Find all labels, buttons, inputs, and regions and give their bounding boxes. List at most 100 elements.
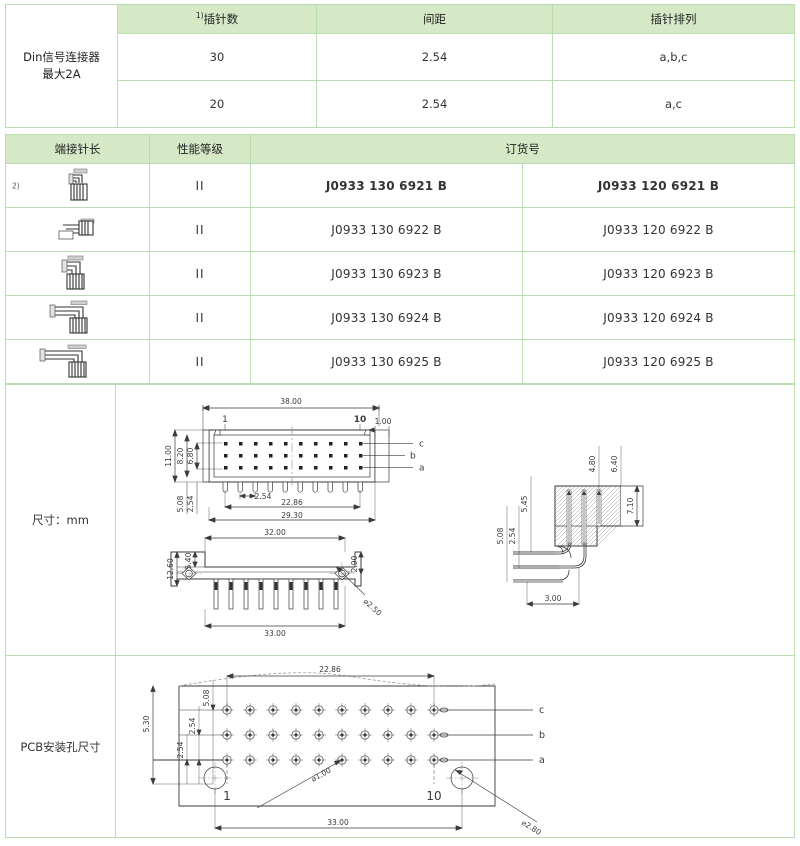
dim-text-545: 5.45 [520, 495, 529, 512]
dim-edge-100: 1.00 [368, 417, 392, 438]
order-cell-number-b: J0933 120 6921 B [522, 163, 795, 208]
spec-table-row: 30 2.54 a,b,c [6, 33, 795, 81]
order-cell-icon [5, 207, 150, 252]
dim-overall-span: 33.00 [203, 586, 347, 638]
order-header-order-number: 订货号 [250, 134, 795, 164]
pcb-pin-number-1: 1 [223, 789, 231, 803]
order-table-row: II J0933 130 6925 B J0933 120 6925 B [5, 339, 795, 384]
spec-row-label-line2: 最大2A [42, 67, 81, 81]
order-cell-icon [5, 339, 150, 384]
order-table-row: II J0933 130 6923 B J0933 120 6923 B [5, 251, 795, 296]
order-cell-number-a: J0933 130 6924 B [250, 295, 523, 340]
dim-text-480: 4.80 [588, 455, 597, 472]
order-header-grade: 性能等级 [149, 134, 251, 164]
dimension-drawings: 38.00 [116, 385, 794, 655]
dim-side-710: 7.10 [626, 485, 640, 527]
pcb-dim-text-254-b: 2.54 [176, 741, 185, 758]
pcb-row-label-c: c [539, 705, 544, 716]
dim-text-508-side: 5.08 [496, 527, 505, 544]
spec-cell-pitch: 2.54 [316, 80, 553, 128]
dim-side-300: 3.00 [526, 568, 580, 607]
spec-header-note-marker: 1) [195, 11, 204, 21]
dim-text-edge: 1.00 [375, 417, 392, 426]
dimension-section-label: 尺寸：mm [32, 513, 89, 527]
spec-header-pins: 1)插针数 [117, 4, 317, 34]
dim-text-height-inner2: 6.80 [186, 447, 195, 464]
dim-side-top: 4.80 6.40 [588, 446, 622, 490]
dim-overall-width: 38.00 [202, 397, 380, 430]
pin-angled-4-glyph [39, 344, 87, 378]
spec-row-label: Din信号连接器 最大2A [5, 4, 118, 128]
dim-text-height-overall: 11.00 [164, 445, 173, 467]
pcb-drawing: c b a 22.86 [116, 656, 794, 837]
order-cell-number-b: J0933 120 6924 B [522, 295, 795, 340]
pcb-dim-text-530: 5.30 [142, 715, 151, 732]
dim-body-width: 32.00 [203, 528, 347, 554]
order-cell-number-b: J0933 120 6923 B [522, 251, 795, 296]
dim-offsets-left: 5.08 2.54 [176, 482, 198, 514]
dim-text-height-inner: 8.20 [176, 447, 185, 464]
spec-table: Din信号连接器 最大2A 1)插针数 间距 插针排列 30 2.54 a,b,… [5, 4, 795, 128]
pcb-dim-text-508: 5.08 [202, 689, 211, 706]
order-note-marker: 2) [12, 181, 20, 190]
row-label-a: a [419, 464, 425, 474]
dimension-drawing-svg: 38.00 [164, 397, 644, 638]
dim-mount-span: 29.30 [207, 482, 377, 523]
dim-text-640: 6.40 [610, 455, 619, 472]
order-cell-number-a: J0933 130 6922 B [250, 207, 523, 252]
spec-cell-arrangement: a,b,c [552, 33, 795, 81]
dim-vertical-group: 11.00 8.20 6.80 [164, 428, 223, 484]
dim-text-hole-dia: ⌀2.50 [362, 597, 384, 618]
dim-side-left: 5.45 5.08 2.54 [496, 476, 532, 582]
dim-text-step-height: 5.40 [184, 552, 193, 569]
row-label-b: b [410, 452, 416, 462]
pcb-section-label: PCB安装孔尺寸 [20, 739, 101, 754]
spec-header-pins-label: 插针数 [203, 12, 239, 26]
dimension-section-label-cell: 尺寸：mm [6, 385, 116, 655]
spec-table-row: 20 2.54 a,c [6, 80, 795, 128]
order-header-pin-length: 端接针长 [5, 134, 150, 164]
order-cell-grade: II [149, 163, 251, 208]
order-cell-number-a: J0933 130 6925 B [250, 339, 523, 384]
pcb-row-label-a: a [539, 755, 545, 766]
spec-header-arrangement: 插针排列 [552, 4, 795, 34]
pcb-row-labels: c b a [439, 705, 545, 766]
pin-number-10: 10 [354, 415, 367, 425]
order-table-row: II J0933 130 6922 B J0933 120 6922 B [5, 207, 795, 252]
spec-row-label-line1: Din信号连接器 [23, 49, 100, 64]
spec-cell-pitch: 2.54 [316, 33, 553, 81]
pcb-section-label-cell: PCB安装孔尺寸 [6, 656, 116, 837]
pin-straight-short-icon [6, 164, 149, 207]
order-cell-grade: II [149, 207, 251, 252]
pin-angled-3-glyph [49, 300, 88, 334]
dim-text-508: 5.08 [176, 495, 185, 512]
spec-header-pitch: 间距 [316, 4, 553, 34]
pcb-dim-overall: 33.00 [213, 788, 464, 831]
dim-text-254: 2.54 [186, 495, 195, 512]
dim-text-710: 7.10 [626, 497, 635, 514]
dim-text-total-height: 12.60 [166, 558, 175, 580]
order-table-header-row: 端接针长 性能等级 订货号 [5, 134, 795, 164]
order-cell-number-a: J0933 130 6921 B [250, 163, 523, 208]
pin-angled-1-icon [6, 208, 149, 251]
pcb-dim-row-span: 22.86 [225, 665, 436, 706]
dim-text-mount-span: 29.30 [281, 511, 303, 520]
pin-angled-4-icon [6, 340, 149, 383]
dim-row-span: 22.86 [223, 490, 362, 510]
pcb-pad-row-c [220, 702, 441, 717]
pcb-dim-text-254-a: 2.54 [188, 717, 197, 734]
order-table-row: 2) II J0933 130 6921 B J0933 120 6 [5, 163, 795, 208]
dim-text-body-width: 32.00 [264, 528, 286, 537]
spec-cell-pins: 20 [117, 80, 317, 128]
order-cell-icon [5, 295, 150, 340]
row-label-c: c [419, 440, 424, 450]
dim-pitch: 2.54 [239, 492, 272, 501]
pcb-dim-left-group: 5.08 2.54 2.54 5.30 [142, 679, 216, 785]
solder-tails-top-view [222, 481, 363, 493]
dim-text-row-span: 22.86 [281, 498, 303, 507]
spec-table-header-row: Din信号连接器 最大2A 1)插针数 间距 插针排列 [5, 4, 795, 128]
pin-angled-1-glyph [58, 218, 94, 239]
datasheet-page: Din信号连接器 最大2A 1)插针数 间距 插针排列 30 2.54 a,b,… [0, 4, 800, 846]
order-table-row: II J0933 130 6924 B J0933 120 6924 B [5, 295, 795, 340]
order-cell-icon [5, 251, 150, 296]
